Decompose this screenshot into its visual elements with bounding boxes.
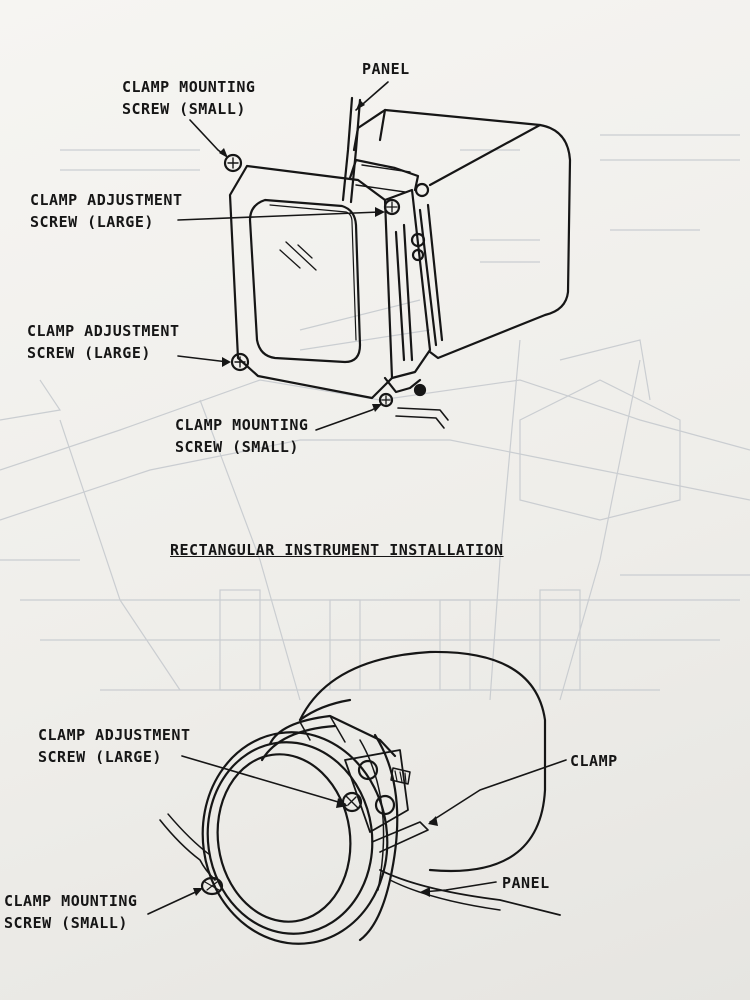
round-clamp-mounting-screw-label: CLAMP MOUNTING SCREW (SMALL) — [4, 892, 138, 932]
clamp-mounting-screw-label-bottom: CLAMP MOUNTING SCREW (SMALL) — [175, 416, 309, 456]
clamp-mounting-screw-label-top: CLAMP MOUNTING SCREW (SMALL) — [122, 78, 256, 118]
panel-label-top: PANEL — [362, 60, 410, 78]
clamp-adjustment-screw-label-lower: CLAMP ADJUSTMENT SCREW (LARGE) — [27, 322, 180, 362]
clamp-adjustment-screw-label-upper: CLAMP ADJUSTMENT SCREW (LARGE) — [30, 191, 183, 231]
panel-label-bottom: PANEL — [502, 874, 550, 892]
round-clamp-adjustment-screw-label: CLAMP ADJUSTMENT SCREW (LARGE) — [38, 726, 191, 766]
section-title: RECTANGULAR INSTRUMENT INSTALLATION — [170, 541, 504, 559]
clamp-label: CLAMP — [570, 752, 618, 770]
rectangular-instrument — [223, 96, 572, 429]
round-instrument — [159, 650, 561, 945]
